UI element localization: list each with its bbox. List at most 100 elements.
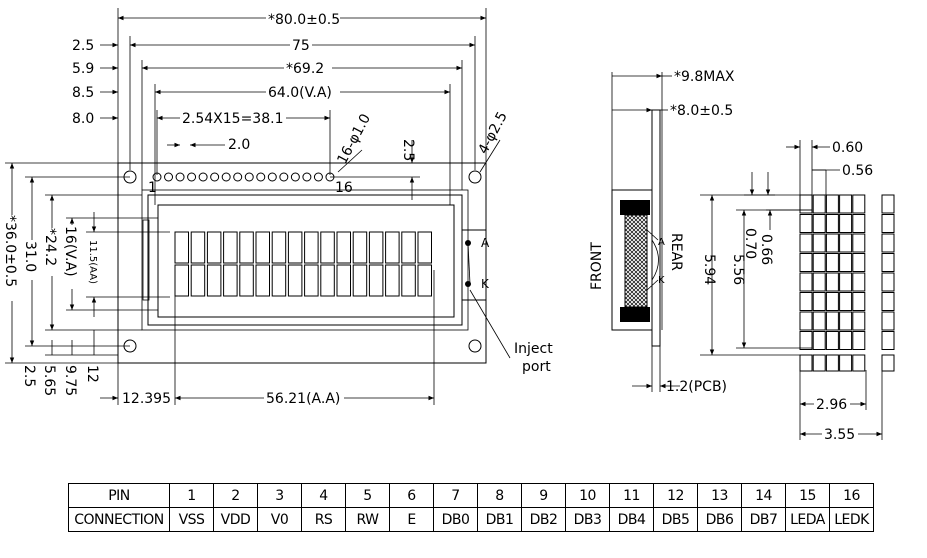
side-label-a: A <box>658 237 665 248</box>
character-dot <box>812 253 826 272</box>
side-max-thickness: *9.8MAX <box>674 69 735 85</box>
character-dot <box>852 253 866 272</box>
connection-cell: DB4 <box>609 507 654 532</box>
character-dot <box>852 292 866 311</box>
character-cell <box>368 264 384 297</box>
side-view: *9.8MAX *8.0±0.5 A K FRONT REAR 1.2(PCB) <box>589 69 735 395</box>
character-dot <box>852 214 866 233</box>
pin-hole <box>256 172 266 182</box>
pin-hole <box>313 172 323 182</box>
character-dot <box>839 292 853 311</box>
pin-hole <box>221 172 231 182</box>
character-cell <box>385 231 400 264</box>
dim-bottom-2-5: 2.5 <box>21 365 37 387</box>
dim-char-width-a: 2.96 <box>816 397 847 413</box>
character-dot <box>799 253 813 272</box>
character-cell <box>271 231 287 264</box>
dim-bottom-12: 12 <box>84 365 100 383</box>
connection-cell: V0 <box>257 507 302 532</box>
character-dot <box>852 311 866 331</box>
character-cell <box>206 231 222 264</box>
connection-cell: DB5 <box>653 507 698 532</box>
character-dot <box>799 331 813 350</box>
connection-cell: LEDK <box>829 507 874 532</box>
character-dot <box>825 292 839 311</box>
pin-connection-table: PIN 1 2 3 4 5 6 7 8 9 10 11 12 13 14 15 … <box>68 483 874 532</box>
character-dot <box>839 253 853 272</box>
dim-char-width-b: 3.55 <box>824 427 855 443</box>
pin-hole <box>233 172 243 182</box>
character-dot <box>825 272 839 292</box>
side-pcb-thickness: 1.2(PCB) <box>666 379 727 395</box>
pin-cell: 5 <box>345 483 390 508</box>
inject-port-label-2: port <box>522 359 551 375</box>
pin-hole <box>279 172 289 182</box>
character-dot <box>799 292 813 311</box>
character-cell <box>206 264 222 297</box>
pin-cell: 16 <box>829 483 874 508</box>
pin-hole <box>290 172 300 182</box>
connection-cell: VDD <box>213 507 258 532</box>
character-dot <box>839 272 853 292</box>
character-dot <box>881 292 895 311</box>
character-dot <box>839 311 853 331</box>
character-dot <box>825 214 839 233</box>
dim-pixel-height-b: 0.66 <box>758 234 774 265</box>
dim-va-width: 64.0(V.A) <box>268 85 332 101</box>
character-dot <box>825 233 839 253</box>
backlight-cathode-label: K <box>481 277 490 291</box>
character-dot <box>825 253 839 272</box>
pin-cell: 3 <box>257 483 302 508</box>
character-dot <box>881 331 895 350</box>
front-label: FRONT <box>589 242 605 290</box>
character-cell <box>336 231 351 264</box>
cursor-dot <box>881 354 895 372</box>
character-dot <box>839 233 853 253</box>
pin-cell: 4 <box>301 483 346 508</box>
character-dot <box>799 272 813 292</box>
dim-aa-width: 56.21(A.A) <box>266 391 340 407</box>
character-cell <box>368 231 384 264</box>
pin-connection-row: CONNECTION VSS VDD V0 RS RW E DB0 DB1 DB… <box>68 507 874 532</box>
character-dot <box>852 233 866 253</box>
dim-hole-pitch: 75 <box>292 38 310 54</box>
character-cell <box>223 264 238 297</box>
dim-overall-width: *80.0±0.5 <box>268 12 340 28</box>
character-grid <box>174 231 432 297</box>
character-dot <box>839 194 853 214</box>
character-cell <box>304 231 319 264</box>
character-cell <box>401 264 416 297</box>
character-dot <box>881 311 895 331</box>
dim-pin-holes: 16-φ1.0 <box>334 111 374 167</box>
side-label-k: K <box>658 275 665 286</box>
front-view: A K Inject port 1 16 *80.0±0.5 75 2.5 *6… <box>2 8 553 407</box>
dim-va-height: 16(V.A) <box>62 226 78 277</box>
character-dot <box>812 331 826 350</box>
dim-bottom-5-65: 5.65 <box>41 365 57 396</box>
dim-view-area-height: *24.2 <box>42 228 58 266</box>
pin-hole <box>210 172 220 182</box>
pin-cell: 13 <box>697 483 742 508</box>
character-cell <box>239 231 254 264</box>
side-body-thickness: *8.0±0.5 <box>670 103 733 119</box>
character-cell <box>304 264 319 297</box>
character-cell <box>239 264 254 297</box>
character-dot-matrix <box>799 194 866 350</box>
dim-aa-height: 11.5(AA) <box>87 240 98 284</box>
character-dot <box>812 311 826 331</box>
character-dot <box>881 214 895 233</box>
character-cell <box>174 231 189 264</box>
dim-bottom-9-75: 9.75 <box>62 365 78 396</box>
character-cell <box>352 264 368 297</box>
character-cell <box>320 231 335 264</box>
character-dot <box>799 311 813 331</box>
character-dot-column <box>799 194 895 372</box>
dim-left-5-9: 5.9 <box>72 61 94 77</box>
character-cell <box>352 231 368 264</box>
connection-cell: DB1 <box>477 507 522 532</box>
character-dot <box>852 272 866 292</box>
pin-hole <box>302 172 312 182</box>
dim-left-8-0: 8.0 <box>72 111 94 127</box>
pin-first-label: 1 <box>148 180 157 196</box>
character-cell <box>287 231 303 264</box>
